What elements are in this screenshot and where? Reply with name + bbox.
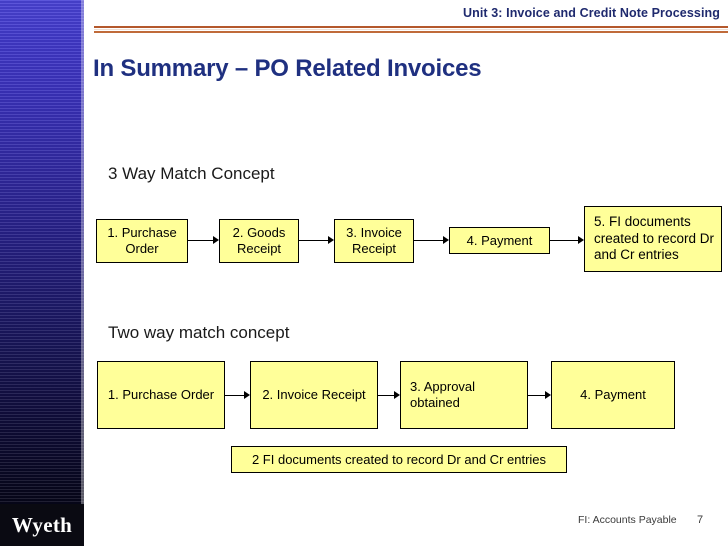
flow-step-box: 3. Approval obtained — [400, 361, 528, 429]
page-title: In Summary – PO Related Invoices — [93, 55, 482, 82]
arrow-shaft — [378, 395, 394, 397]
flow-arrow-icon — [188, 236, 219, 245]
flow-step-box: 4. Payment — [449, 227, 550, 254]
flow-step-box: 4. Payment — [551, 361, 675, 429]
arrow-shaft — [299, 240, 328, 242]
wyeth-logo-text: Wyeth — [11, 512, 73, 537]
arrow-shaft — [528, 395, 545, 397]
arrow-shaft — [225, 395, 244, 397]
flow-arrow-icon — [414, 236, 449, 245]
section-heading-two-way-match: Two way match concept — [108, 323, 290, 342]
section-heading-three-way-match: 3 Way Match Concept — [108, 164, 275, 183]
flow-arrow-icon — [299, 236, 334, 245]
band-right-edge — [81, 0, 84, 546]
flow-arrow-icon — [550, 236, 584, 245]
arrow-shaft — [550, 240, 578, 242]
footer-label: FI: Accounts Payable — [578, 514, 677, 526]
flow-arrow-icon — [378, 391, 400, 400]
decorative-gradient-band — [0, 0, 84, 546]
unit-header-title: Unit 3: Invoice and Credit Note Processi… — [462, 6, 720, 20]
flow-step-box: 2. Goods Receipt — [219, 219, 299, 263]
wyeth-logo: Wyeth — [0, 504, 84, 546]
arrow-shaft — [414, 240, 443, 242]
footer-page-number: 7 — [697, 514, 704, 526]
header-rule-line-bottom — [94, 31, 728, 33]
arrow-shaft — [188, 240, 213, 242]
flow-arrow-icon — [528, 391, 551, 400]
flow-step-box: 1. Purchase Order — [97, 361, 225, 429]
header-divider-rule — [94, 26, 728, 33]
flow-step-box: 2. Invoice Receipt — [250, 361, 378, 429]
header-rule-line-middle — [94, 29, 728, 30]
flow-caption-box: 2 FI documents created to record Dr and … — [231, 446, 567, 473]
flow-step-box: 1. Purchase Order — [96, 219, 188, 263]
flow-step-box: 5. FI documents created to record Dr and… — [584, 206, 722, 272]
header-rule-line-top — [94, 26, 728, 28]
flow-arrow-icon — [225, 391, 250, 400]
band-scanline-texture — [0, 0, 84, 546]
flow-step-box: 3. Invoice Receipt — [334, 219, 414, 263]
